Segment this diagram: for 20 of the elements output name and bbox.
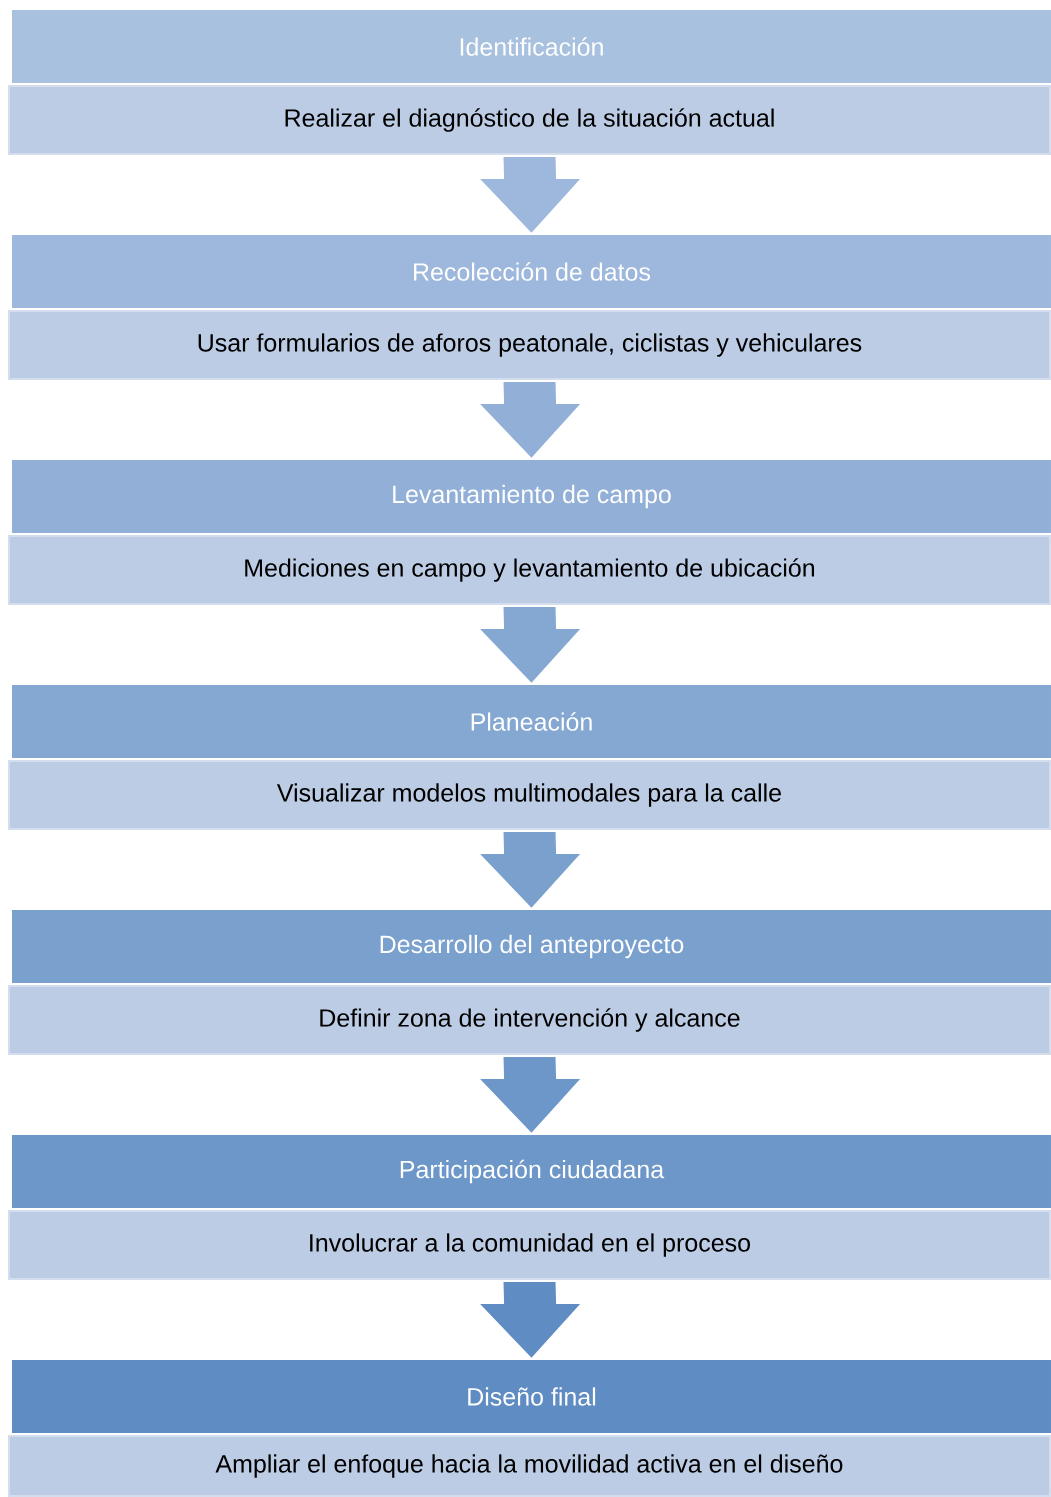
- block-arrow: [480, 607, 581, 683]
- step-header-box: Levantamiento de campo: [12, 460, 1051, 533]
- step-description-box: Ampliar el enfoque hacia la movilidad activa en el diseño: [8, 1435, 1051, 1497]
- step-description-box: Definir zona de intervención y alcance: [8, 985, 1051, 1055]
- step-description-box: Usar formularios de aforos peatonale, ciclistas y vehiculares: [8, 310, 1051, 380]
- block-arrow: [480, 832, 581, 908]
- step-description-box: Involucrar a la comunidad en el proceso: [8, 1210, 1051, 1280]
- step-header-box: Desarrollo del anteproyecto: [12, 910, 1051, 983]
- step-header-box: Participación ciudadana: [12, 1135, 1051, 1208]
- step-header-box: Diseño final: [12, 1360, 1051, 1433]
- step-header-box: Identificación: [12, 10, 1051, 83]
- step-description-box: Realizar el diagnóstico de la situación actual: [8, 85, 1051, 155]
- block-arrow: [480, 1282, 581, 1358]
- block-arrow: [480, 1057, 581, 1133]
- step-description-box: Mediciones en campo y levantamiento de ubicación: [8, 535, 1051, 605]
- block-arrow: [480, 157, 581, 233]
- step-header-box: Recolección de datos: [12, 235, 1051, 308]
- step-description-box: Visualizar modelos multimodales para la calle: [8, 760, 1051, 830]
- step-header-box: Planeación: [12, 685, 1051, 758]
- block-arrow: [480, 382, 581, 458]
